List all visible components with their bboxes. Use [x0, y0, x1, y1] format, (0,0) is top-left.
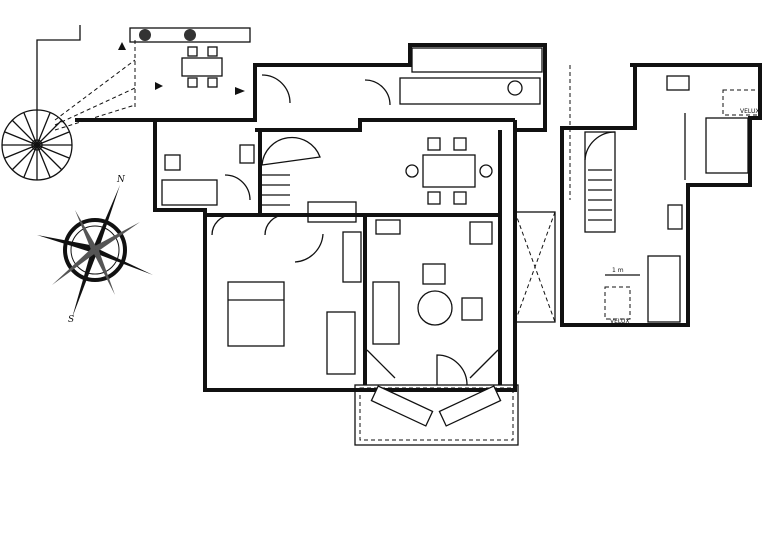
velux-label-top: VELUX	[740, 108, 759, 115]
compass-rose-icon	[37, 185, 153, 318]
main-building-walls	[75, 43, 547, 392]
terrace-table	[118, 27, 251, 95]
balcony	[354, 384, 519, 446]
bedroom	[211, 201, 362, 375]
terrace-sight-lines	[54, 40, 136, 131]
compass-north-label: N	[116, 175, 126, 185]
spiral-staircase	[1, 25, 81, 181]
compass-south-label: S	[68, 315, 74, 325]
upper-floor-walls	[560, 63, 762, 327]
bathroom	[161, 136, 321, 206]
velux-label-bottom: VELUX	[610, 318, 629, 325]
living-room	[366, 211, 556, 386]
kitchen-counter	[261, 47, 543, 106]
scale-label: 1 m	[612, 267, 624, 274]
dining-table	[405, 137, 493, 205]
